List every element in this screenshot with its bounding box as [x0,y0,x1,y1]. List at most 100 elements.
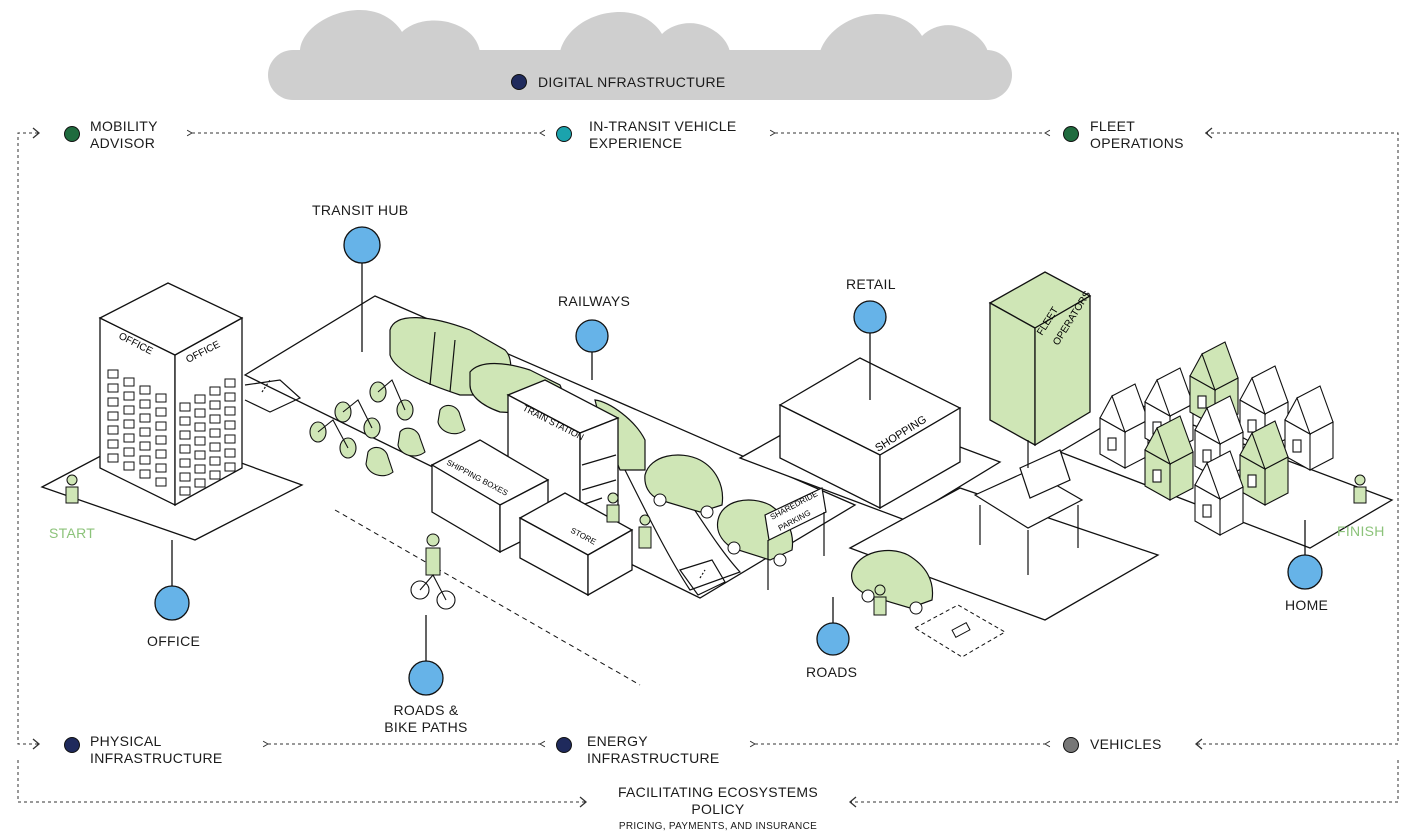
in-transit-line2: EXPERIENCE [589,135,683,151]
office-window [107,369,119,379]
energy-infrastructure-dot [556,737,572,753]
office-window [209,456,221,466]
office-window [179,402,191,412]
house-window [1247,474,1257,488]
office-window [123,377,135,387]
house-roof [1284,385,1334,436]
digital-infrastructure-dot [511,74,527,90]
office-window [224,378,236,388]
house-roof [1239,365,1289,416]
house-window [1152,469,1162,483]
house-roof [1189,341,1239,392]
office-window [209,386,221,396]
vehicles-dot [1063,737,1079,753]
office-window [155,407,167,417]
office-window [155,463,167,473]
roads-bike-line2: BIKE PATHS [384,719,468,735]
office-window [123,461,135,471]
house-roof [1194,395,1244,446]
mobility-advisor-line1: MOBILITY [90,118,158,134]
in-transit-dot [556,126,572,142]
office-pin [154,585,190,621]
retail-pin [853,300,887,334]
transit-hub-label: TRANSIT HUB [312,202,409,218]
office-window [194,394,206,404]
office-window [194,422,206,432]
office-window [123,447,135,457]
office-window [179,486,191,496]
office-window [139,455,151,465]
office-window [224,448,236,458]
office-window [179,416,191,426]
office-window [107,397,119,407]
office-window [139,413,151,423]
house-window [1202,449,1212,463]
office-window [209,414,221,424]
energy-infrastructure-label: ENERGY INFRASTRUCTURE [587,733,720,767]
fleet-operations-dot [1063,126,1079,142]
office-window [107,425,119,435]
office-building [98,282,244,507]
house-window [1292,439,1302,453]
office-window [155,477,167,487]
house-window [1247,419,1257,433]
office-window [194,478,206,488]
location-pins [154,226,1323,696]
office-window [209,400,221,410]
digital-infrastructure-label: DIGITAL NFRASTRUCTURE [538,74,726,90]
transit-hub-pin [343,226,381,264]
office-window [155,421,167,431]
ecosystem-frame [17,129,1399,803]
office-window [224,462,236,472]
roads-pin [816,622,850,656]
office-window [107,453,119,463]
people [65,474,1367,616]
physical-infrastructure-line1: PHYSICAL [90,733,162,749]
office-window [123,391,135,401]
finish-label: FINISH [1337,523,1385,539]
railways-pin [575,319,609,353]
fleet-operations-line2: OPERATIONS [1090,135,1184,151]
office-window [179,458,191,468]
house-roof [1144,415,1194,466]
home-label: HOME [1285,597,1329,613]
office-window [139,469,151,479]
physical-infrastructure-label: PHYSICAL INFRASTRUCTURE [90,733,223,767]
office-window [224,420,236,430]
office-window [155,393,167,403]
office-window [155,449,167,459]
footer-line2: POLICY [691,801,745,817]
roads-bike-pin [408,660,444,696]
office-window [224,406,236,416]
office-window [224,392,236,402]
office-window [179,430,191,440]
office-window [123,405,135,415]
office-label: OFFICE [147,633,201,649]
office-window [194,464,206,474]
office-window [194,450,206,460]
start-label: START [49,525,96,541]
office-window [209,428,221,438]
retail-label: RETAIL [846,276,896,292]
office-window [179,444,191,454]
railways-label: RAILWAYS [558,293,631,309]
physical-infrastructure-dot [64,737,80,753]
office-window [107,383,119,393]
office-window [139,385,151,395]
office-window [123,419,135,429]
office-window [107,439,119,449]
footer-line3: PRICING, PAYMENTS, AND INSURANCE [618,821,818,832]
vehicles-label: VEHICLES [1090,736,1162,752]
office-window [107,411,119,421]
in-transit-line1: IN-TRANSIT VEHICLE [589,118,737,134]
house-window [1202,504,1212,518]
house-roof [1239,420,1289,471]
physical-infrastructure-line2: INFRASTRUCTURE [90,750,223,766]
fleet-operators-building [988,271,1092,447]
house-window [1107,437,1117,451]
office-window [139,441,151,451]
cloud-shape [268,10,1012,100]
fleet-operations-line1: FLEET [1090,118,1136,134]
store-building [518,492,634,597]
